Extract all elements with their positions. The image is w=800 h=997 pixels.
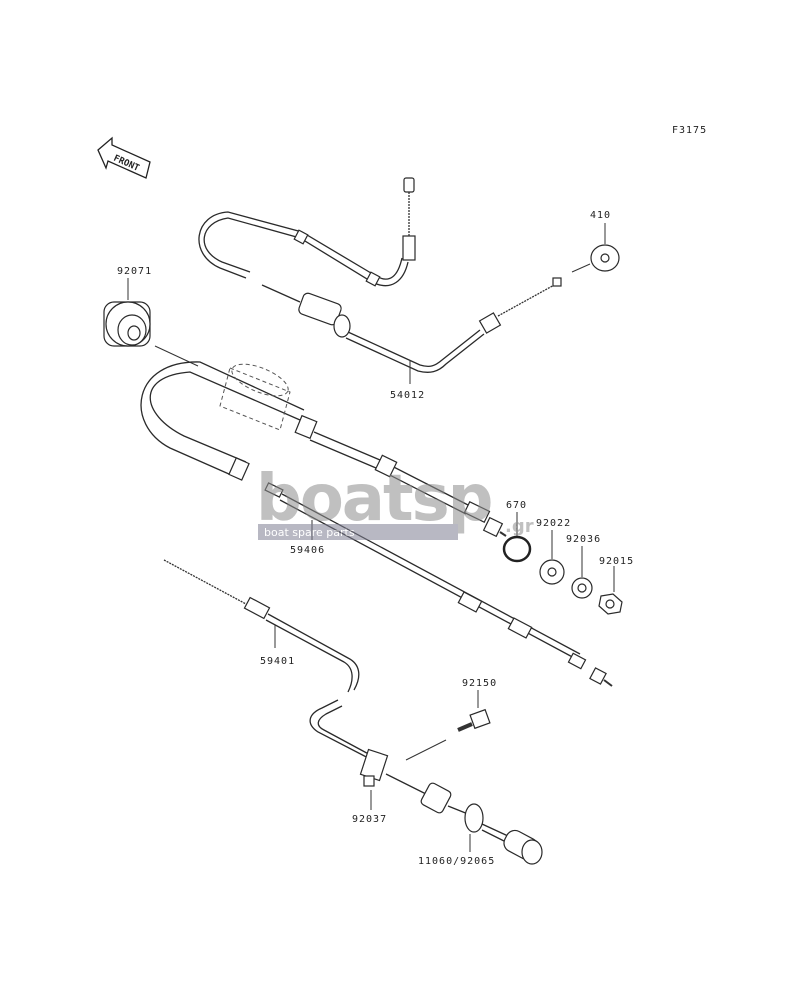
figure-code: F3175: [672, 125, 707, 136]
part-670-o-ring: [502, 512, 532, 563]
callout-670: 670: [506, 500, 527, 511]
watermark-tagline: boat spare parts: [264, 526, 355, 539]
callout-92071: 92071: [117, 266, 152, 277]
callout-410: 410: [590, 210, 611, 221]
part-92150-bolt: [405, 690, 491, 761]
callout-11060-92065: 11060/92065: [418, 856, 495, 867]
part-92071-grommet: [103, 278, 199, 367]
callout-59406: 59406: [290, 545, 325, 556]
callout-54012: 54012: [390, 390, 425, 401]
callout-92015: 92015: [599, 556, 634, 567]
watermark-logo: boatsp .gr boat spare parts: [256, 462, 534, 540]
cable-59401: [163, 559, 543, 865]
callout-92037: 92037: [352, 814, 387, 825]
callout-59401: 59401: [260, 656, 295, 667]
front-arrow-icon: FRONT: [97, 136, 151, 179]
callout-92036: 92036: [566, 534, 601, 545]
part-92015-nut: [598, 566, 623, 615]
part-92036-lock-washer: [571, 546, 593, 599]
part-92022-washer: [539, 530, 565, 585]
watermark-brand: boatsp: [256, 462, 491, 536]
callout-92150: 92150: [462, 678, 497, 689]
part-410-washer: [571, 223, 620, 273]
watermark-suffix: .gr: [505, 516, 534, 537]
callout-92022: 92022: [536, 518, 571, 529]
cable-54012: [198, 177, 562, 373]
